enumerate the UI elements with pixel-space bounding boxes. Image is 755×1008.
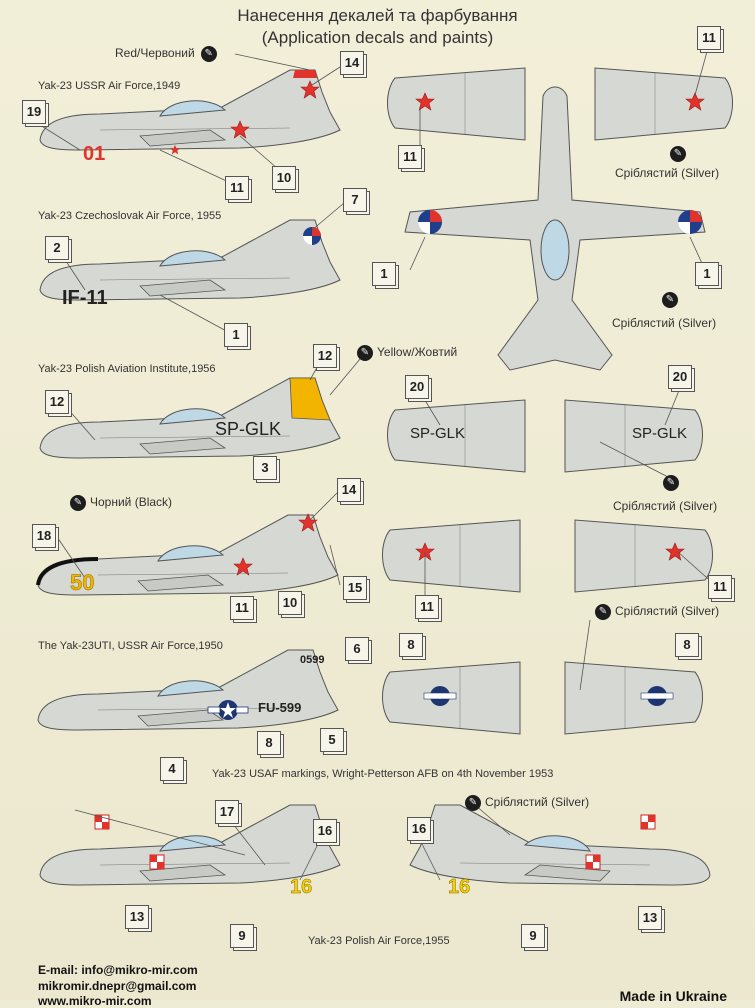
paint-silver-3: ✎Сріблястий (Silver) [613,475,718,513]
decal-number-20a: 20 [405,375,429,399]
decal-number-8c: 8 [675,633,699,657]
aircraft-polish-1955-left [39,804,341,886]
decal-number-13a: 13 [125,905,149,929]
aircraft-top-view [404,86,706,371]
caption-ussr-1949: Yak-23 USSR Air Force,1949 [38,80,181,92]
paint-brush-icon: ✎ [70,495,86,511]
decal-number-6: 6 [345,637,369,661]
footer-website: www.mikro-mir.com [38,994,152,1008]
aircraft-czech-1955 [39,219,341,301]
caption-yak23uti-1950: The Yak-23UTI, USSR Air Force,1950 [38,640,223,652]
wing-top-right-1 [594,67,733,141]
paint-silver-1: ✎Сріблястий (Silver) [615,146,720,180]
made-in-ukraine: Made in Ukraine [619,988,727,1004]
decal-number-2: 2 [45,236,69,260]
footer-email: E-mail: info@mikro-mir.com [38,963,198,977]
wing-bottom-right-star [574,519,713,593]
decal-number-12b: 12 [45,390,69,414]
paint-black: ✎Чорний (Black) [70,495,172,511]
caption-polish-1955: Yak-23 Polish Air Force,1955 [308,935,450,947]
decal-number-11f: 11 [708,575,732,599]
code-0599: 0599 [300,654,324,666]
aircraft-ussr-1949 [39,69,341,155]
code-16-left: 16 [290,876,312,898]
decal-number-1b: 1 [372,262,396,286]
code-50: 50 [70,570,94,595]
decal-number-11c: 11 [697,26,721,50]
code-16-right: 16 [448,876,470,898]
decal-number-11a: 11 [225,176,249,200]
czech-roundel-right [678,210,702,234]
paint-yellow: ✎Yellow/Жовтий [357,345,457,361]
decal-number-7: 7 [343,188,367,212]
footer-email-2: mikromir.dnepr@gmail.com [38,979,197,993]
decal-number-15: 15 [343,576,367,600]
decal-number-12a: 12 [313,344,337,368]
decal-number-13b: 13 [638,906,662,930]
paint-silver-5: ✎Сріблястий (Silver) [465,795,589,811]
decal-number-11d: 11 [398,145,422,169]
decal-number-16b: 16 [407,817,431,841]
title-ukrainian: Нанесення декалей та фарбування [237,6,518,25]
wing-top-left-1 [387,67,526,141]
caption-polish-institute-1956: Yak-23 Polish Aviation Institute,1956 [38,363,216,375]
decal-number-3: 3 [253,456,277,480]
decal-number-8b: 8 [399,633,423,657]
caption-usaf-1953: Yak-23 USAF markings, Wright-Petterson A… [212,768,554,780]
aircraft-yak23uti-1950 [37,649,339,731]
decal-number-5: 5 [320,728,344,752]
decal-number-1a: 1 [224,323,248,347]
paint-brush-icon: ✎ [662,292,678,308]
decal-number-11e: 11 [415,595,439,619]
decal-number-4: 4 [160,757,184,781]
paint-brush-icon: ✎ [663,475,679,491]
code-if11: IF-11 [62,287,108,309]
decal-number-8a: 8 [257,731,281,755]
caption-czech-1955: Yak-23 Czechoslovak Air Force, 1955 [38,210,222,222]
code-spglk-fuselage: SP-GLK [215,419,281,439]
decal-number-9b: 9 [521,924,545,948]
paint-brush-icon: ✎ [465,795,481,811]
wing-usaf-left [382,661,521,735]
decal-number-10a: 10 [272,166,296,190]
paint-brush-icon: ✎ [595,604,611,620]
decal-number-14a: 14 [340,51,364,75]
aircraft-polish-1955-right [409,804,711,886]
aircraft-polish-institute-1956 [39,377,341,459]
paint-silver-4: ✎Сріблястий (Silver) [595,604,719,620]
decal-number-20b: 20 [668,365,692,389]
decal-number-19: 19 [22,100,46,124]
aircraft-ussr-black-nose [36,513,339,596]
decal-number-11b: 11 [230,596,254,620]
czech-roundel-left [418,210,442,234]
paint-silver-2: ✎Сріблястий (Silver) [612,292,717,330]
decal-number-14b: 14 [337,478,361,502]
code-fu599: FU-599 [258,700,301,715]
decal-number-18: 18 [32,524,56,548]
decal-number-10b: 10 [278,591,302,615]
wing-usaf-right [564,661,703,735]
decal-number-16a: 16 [313,819,337,843]
paint-brush-icon: ✎ [357,345,373,361]
paint-red: Red/Червоний✎ [115,46,221,62]
decal-number-17: 17 [215,800,239,824]
code-spglk-wing-right: SP-GLK [632,425,687,442]
decal-number-9a: 9 [230,924,254,948]
wing-bottom-left-star [382,519,521,593]
decal-number-1c: 1 [695,262,719,286]
title-english: (Application decals and paints) [261,28,494,47]
paint-brush-icon: ✎ [670,146,686,162]
code-spglk-wing-left: SP-GLK [410,425,465,442]
code-01: 01 [83,143,105,165]
paint-brush-icon: ✎ [200,46,217,62]
